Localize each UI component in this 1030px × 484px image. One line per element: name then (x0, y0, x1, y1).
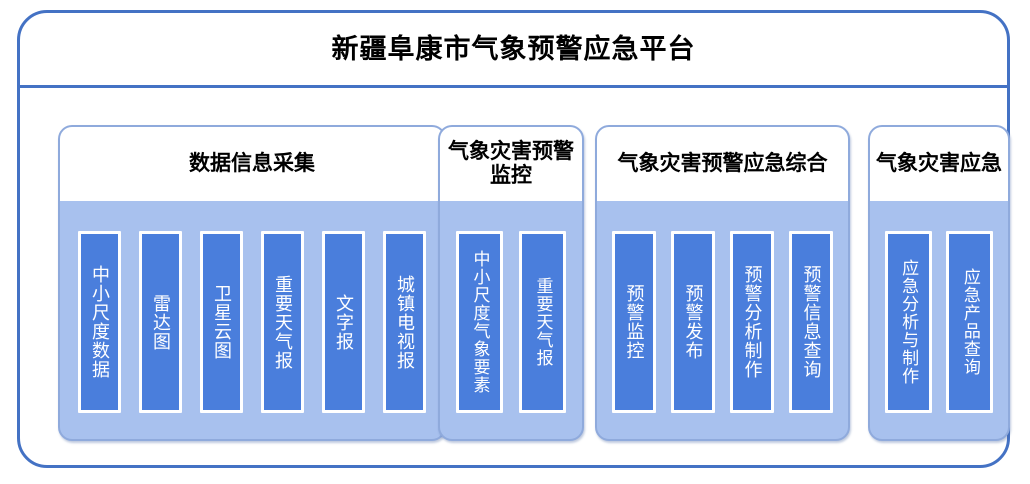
item-box[interactable]: 卫星云图 (200, 231, 243, 413)
group-header: 气象灾害应急 (870, 127, 1008, 201)
item-label: 预警信息查询 (800, 265, 822, 379)
item-label: 城镇电视报 (394, 274, 416, 370)
item-label: 雷达图 (150, 293, 172, 351)
item-box[interactable]: 雷达图 (139, 231, 182, 413)
item-box[interactable]: 重要天气报 (519, 231, 566, 413)
item-label: 重要天气报 (272, 274, 294, 370)
item-box[interactable]: 中小尺度数据 (78, 231, 121, 413)
group-items: 预警监控 预警发布 预警分析制作 预警信息查询 (597, 201, 848, 439)
item-label: 预警监控 (623, 284, 645, 360)
item-label: 中小尺度气象要素 (469, 250, 490, 394)
group-title: 数据信息采集 (189, 151, 315, 176)
group-header: 数据信息采集 (60, 127, 444, 201)
item-label: 预警发布 (682, 284, 704, 360)
item-label: 预警分析制作 (741, 265, 763, 379)
item-label: 卫星云图 (211, 284, 233, 360)
item-box[interactable]: 应急产品查询 (946, 231, 994, 413)
group-items: 中小尺度气象要素 重要天气报 (440, 201, 582, 439)
platform-title-bar: 新疆阜康市气象预警应急平台 (20, 13, 1007, 88)
group-title: 气象灾害预警应急综合 (617, 151, 828, 176)
platform-container: 新疆阜康市气象预警应急平台 数据信息采集 中小尺度数据 雷达图 卫星云图 重要天… (17, 10, 1010, 468)
item-label: 应急分析与制作 (898, 259, 919, 385)
item-box[interactable]: 预警分析制作 (730, 231, 774, 413)
group-header: 气象灾害预警应急综合 (597, 127, 848, 201)
group-warning-emergency-integration[interactable]: 气象灾害预警应急综合 预警监控 预警发布 预警分析制作 预警信息查询 (595, 125, 850, 441)
item-box[interactable]: 应急分析与制作 (884, 231, 932, 413)
page-title: 新疆阜康市气象预警应急平台 (331, 33, 696, 65)
item-label: 中小尺度数据 (89, 265, 111, 379)
group-header: 气象灾害预警监控 (440, 127, 582, 201)
group-disaster-emergency[interactable]: 气象灾害应急 应急分析与制作 应急产品查询 (868, 125, 1010, 441)
item-box[interactable]: 重要天气报 (261, 231, 304, 413)
group-items: 应急分析与制作 应急产品查询 (870, 201, 1008, 439)
item-box[interactable]: 城镇电视报 (383, 231, 426, 413)
item-label: 重要天气报 (532, 277, 553, 367)
group-items: 中小尺度数据 雷达图 卫星云图 重要天气报 文字报 城镇电视报 (60, 201, 444, 439)
item-box[interactable]: 预警信息查询 (789, 231, 833, 413)
group-title: 气象灾害预警监控 (448, 139, 574, 187)
item-box[interactable]: 中小尺度气象要素 (456, 231, 503, 413)
groups-row: 数据信息采集 中小尺度数据 雷达图 卫星云图 重要天气报 文字报 (41, 125, 1010, 443)
group-data-collection[interactable]: 数据信息采集 中小尺度数据 雷达图 卫星云图 重要天气报 文字报 (58, 125, 446, 441)
group-disaster-warning-monitoring[interactable]: 气象灾害预警监控 中小尺度气象要素 重要天气报 (438, 125, 584, 441)
item-box[interactable]: 文字报 (322, 231, 365, 413)
item-label: 文字报 (333, 293, 355, 351)
item-box[interactable]: 预警监控 (612, 231, 656, 413)
item-label: 应急产品查询 (959, 268, 980, 376)
item-box[interactable]: 预警发布 (671, 231, 715, 413)
group-title: 气象灾害应急 (876, 151, 1002, 176)
